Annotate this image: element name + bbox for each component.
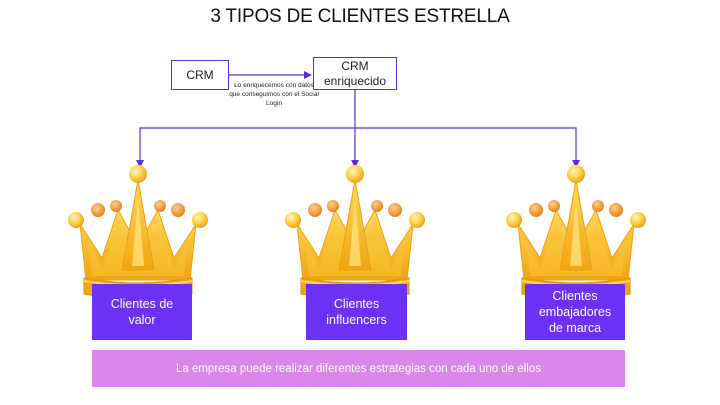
crown-icon — [505, 164, 647, 300]
crm-enriched-label: CRM enriquecido — [323, 58, 387, 88]
crown-icon — [284, 164, 426, 300]
client-type-label: Clientes influencers — [326, 297, 387, 327]
client-type-influencers: Clientes influencers — [306, 284, 407, 340]
crown-icon — [67, 164, 209, 300]
footer-text: La empresa puede realizar diferentes est… — [175, 362, 542, 375]
crm-enriched-box: CRM enriquecido — [313, 57, 397, 90]
client-type-embajadores: Clientes embajadores de marca — [525, 284, 625, 340]
crm-label: CRM — [186, 67, 214, 82]
client-type-valor: Clientes de valor — [92, 284, 192, 340]
client-type-label: Clientes de valor — [110, 297, 174, 327]
client-type-label: Clientes embajadores de marca — [538, 289, 612, 335]
crm-box: CRM — [171, 60, 229, 90]
page-title: 3 TIPOS DE CLIENTES ESTRELLA — [210, 6, 510, 27]
branch-connectors — [136, 90, 580, 168]
footer-banner: La empresa puede realizar diferentes est… — [92, 350, 625, 387]
enrichment-note: Lo enriquecemos con datos que conseguimo… — [229, 82, 319, 107]
